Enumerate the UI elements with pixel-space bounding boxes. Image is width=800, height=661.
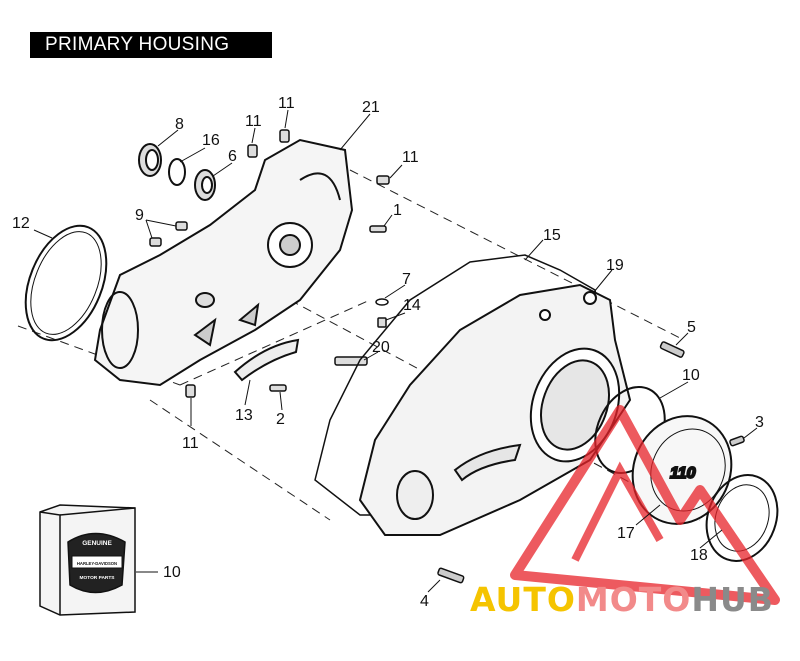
callout-8: 8 bbox=[175, 116, 184, 133]
small-fasteners bbox=[149, 129, 390, 398]
callout-17: 17 bbox=[617, 525, 635, 542]
callout-2: 2 bbox=[276, 411, 285, 428]
part-19-primary-cover bbox=[358, 283, 632, 536]
callout-6: 6 bbox=[228, 148, 237, 165]
callout-10-cover: 10 bbox=[682, 367, 700, 384]
logo-top-text: GENUINE bbox=[82, 540, 112, 547]
cover-bolts bbox=[437, 341, 745, 584]
callout-3: 3 bbox=[755, 414, 764, 431]
watermark-text: AUTOMOTOHUB bbox=[470, 580, 795, 620]
callout-16: 16 bbox=[202, 132, 220, 149]
part-12-gasket-ring bbox=[24, 224, 108, 342]
callout-14: 14 bbox=[403, 297, 421, 314]
callout-18: 18 bbox=[690, 547, 708, 564]
callout-4: 4 bbox=[420, 593, 429, 610]
callout-9: 9 bbox=[135, 207, 144, 224]
watermark-hub: HUB bbox=[691, 580, 774, 619]
callout-15: 15 bbox=[543, 227, 561, 244]
callout-11-bottom: 11 bbox=[182, 435, 199, 452]
callout-13: 13 bbox=[235, 407, 253, 424]
logo-bottom-text: MOTOR PARTS bbox=[80, 575, 116, 581]
watermark-moto: MOTO bbox=[575, 580, 692, 619]
callout-10-package: 10 bbox=[163, 564, 181, 581]
part-21-inner-primary-housing bbox=[93, 138, 354, 387]
callout-7: 7 bbox=[402, 271, 411, 288]
part-16-retaining-ring bbox=[168, 158, 186, 186]
callout-11-right: 11 bbox=[402, 149, 419, 166]
callout-1: 1 bbox=[393, 202, 402, 219]
callout-5: 5 bbox=[687, 319, 696, 336]
logo-brand-text: HARLEY-DAVIDSON bbox=[77, 561, 117, 566]
callout-12: 12 bbox=[12, 215, 30, 232]
callout-labels: 8 16 6 11 11 21 11 9 12 1 7 14 20 15 19 … bbox=[12, 95, 764, 610]
callout-20: 20 bbox=[372, 339, 390, 356]
callout-21: 21 bbox=[362, 99, 380, 116]
page-title: PRIMARY HOUSING bbox=[30, 32, 272, 58]
part-8-seal bbox=[138, 143, 162, 177]
parts-package-box: GENUINE HARLEY-DAVIDSON MOTOR PARTS bbox=[39, 504, 136, 616]
watermark-auto: AUTO bbox=[470, 580, 576, 619]
callout-11-left: 11 bbox=[245, 113, 262, 130]
cover-badge-text: 110 bbox=[670, 465, 696, 482]
leader-lines bbox=[33, 109, 758, 593]
callout-11-top: 11 bbox=[278, 95, 295, 112]
callout-19: 19 bbox=[606, 257, 624, 274]
part-13-chain-tensioner bbox=[233, 338, 300, 382]
part-6-bearing bbox=[194, 169, 216, 201]
genuine-motor-parts-logo: GENUINE HARLEY-DAVIDSON MOTOR PARTS bbox=[67, 532, 126, 594]
